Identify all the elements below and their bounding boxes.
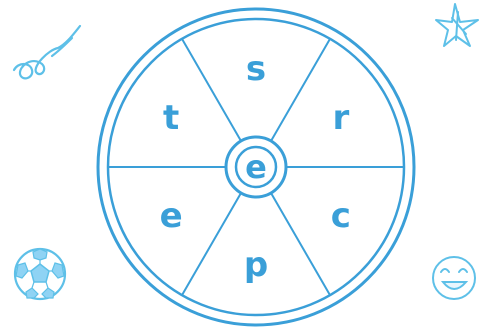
smiley-face-doodle-icon <box>433 257 475 299</box>
star-doodle-icon <box>436 4 478 46</box>
wheel-letter-6[interactable]: t <box>163 98 179 138</box>
wheel-letter-5[interactable]: e <box>160 196 183 236</box>
wheel-letter-1[interactable]: s <box>246 49 266 89</box>
swirl-doodle-icon <box>14 26 80 78</box>
center-letter[interactable]: e <box>245 148 267 186</box>
wheel-letter-2[interactable]: r <box>332 98 349 138</box>
wheel-letter-3[interactable]: c <box>331 196 351 236</box>
letter-wheel: e s r c p e t <box>98 9 414 325</box>
soccer-ball-doodle-icon <box>15 249 65 299</box>
wheel-letter-4[interactable]: p <box>244 245 268 285</box>
